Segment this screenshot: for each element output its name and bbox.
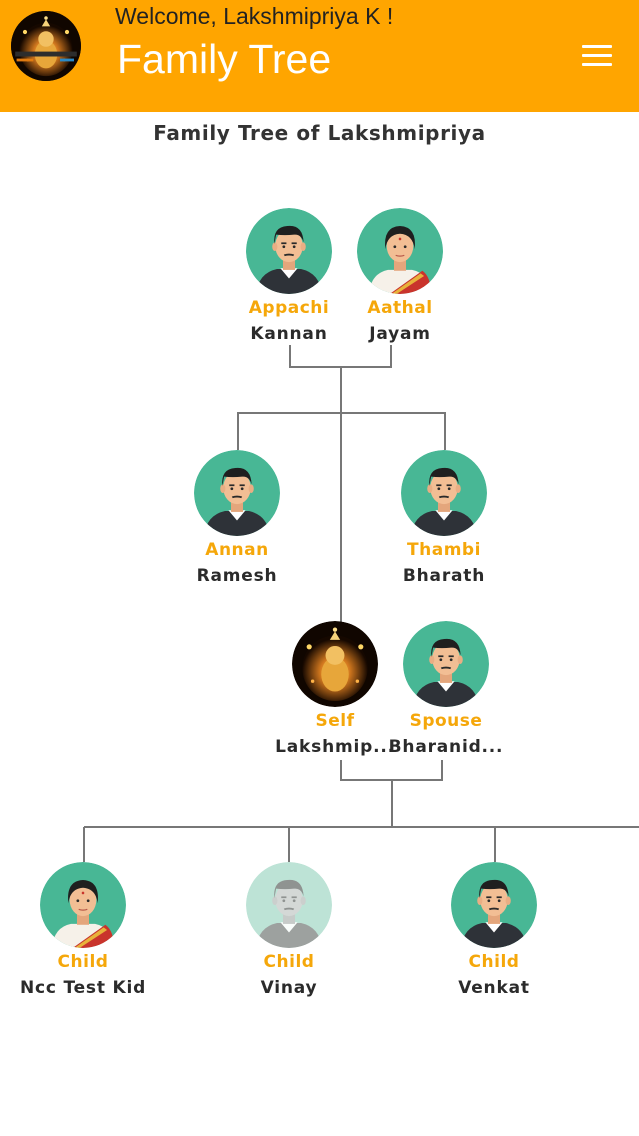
deity-avatar-icon xyxy=(292,621,378,707)
member-self[interactable]: Self Lakshmip... xyxy=(260,621,410,758)
member-name: Bharath xyxy=(402,566,486,586)
relation-label: Spouse xyxy=(409,711,483,731)
relation-label: Thambi xyxy=(407,540,481,560)
relation-label: Child xyxy=(468,952,520,972)
member-spouse[interactable]: Spouse Bharanid... xyxy=(371,621,521,758)
member-name: Venkat xyxy=(458,978,530,998)
member-aathal[interactable]: Aathal Jayam xyxy=(325,208,475,345)
male-avatar-icon xyxy=(401,450,487,536)
member-name: Kannan xyxy=(250,324,328,344)
relation-label: Appachi xyxy=(248,298,330,318)
app-header: Welcome, Lakshmipriya K ! Family Tree xyxy=(0,0,639,112)
member-thambi[interactable]: Thambi Bharath xyxy=(369,450,519,587)
member-child-vinay[interactable]: Child Vinay xyxy=(214,862,364,999)
relation-label: Annan xyxy=(205,540,269,560)
member-child-ncc-test-kid[interactable]: Child Ncc Test Kid xyxy=(8,862,158,999)
male-avatar-icon xyxy=(194,450,280,536)
male-avatar-icon xyxy=(451,862,537,948)
member-name: Jayam xyxy=(369,324,431,344)
male-avatar-icon xyxy=(403,621,489,707)
relation-label: Self xyxy=(315,711,355,731)
page-title: Family Tree of Lakshmipriya xyxy=(153,121,486,145)
user-avatar[interactable] xyxy=(11,11,81,81)
member-name: Lakshmip... xyxy=(275,737,395,757)
relation-label: Aathal xyxy=(367,298,433,318)
member-child-venkat[interactable]: Child Venkat xyxy=(419,862,569,999)
female-avatar-icon xyxy=(40,862,126,948)
male-avatar-icon xyxy=(246,208,332,294)
member-annan[interactable]: Annan Ramesh xyxy=(162,450,312,587)
member-name: Ncc Test Kid xyxy=(19,978,147,998)
female-avatar-icon xyxy=(357,208,443,294)
relation-label: Child xyxy=(263,952,315,972)
member-name: Bharanid... xyxy=(388,737,504,757)
app-title: Family Tree xyxy=(117,36,332,82)
relation-label: Child xyxy=(57,952,109,972)
male-avatar-faded-icon xyxy=(246,862,332,948)
hamburger-menu-icon[interactable] xyxy=(576,40,618,72)
member-name: Vinay xyxy=(260,978,318,998)
member-appachi[interactable]: Appachi Kannan xyxy=(214,208,364,345)
welcome-text: Welcome, Lakshmipriya K ! xyxy=(115,3,394,29)
member-name: Ramesh xyxy=(196,566,278,586)
